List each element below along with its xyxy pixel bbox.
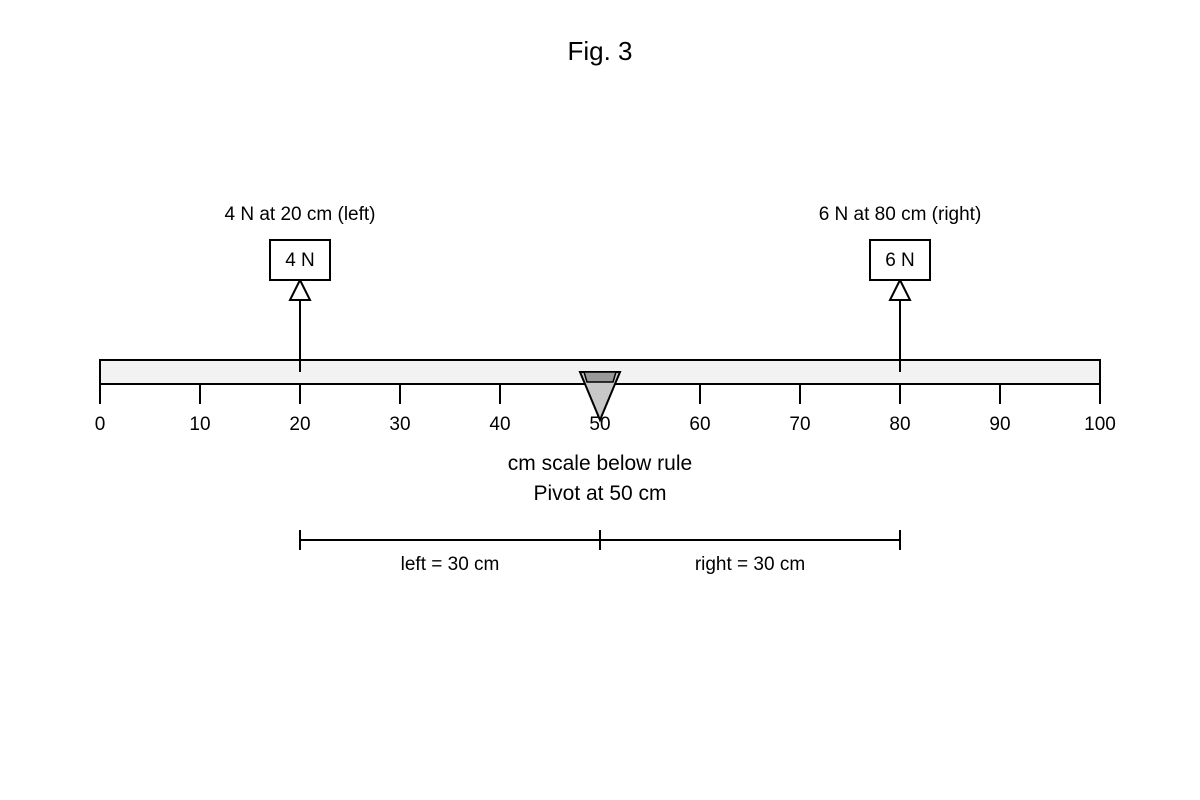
- force-box-label: 6 N: [885, 250, 915, 271]
- pivot-fulcrum: [578, 371, 622, 423]
- tick-label: 90: [989, 414, 1010, 435]
- force-box-label: 4 N: [285, 250, 315, 271]
- force-description: 4 N at 20 cm (left): [225, 204, 376, 225]
- tick-label: 80: [889, 414, 910, 435]
- tick-label: 100: [1084, 414, 1116, 435]
- tick-label: 10: [189, 414, 210, 435]
- tick-label: 50: [589, 414, 610, 435]
- force-arrowhead: [288, 277, 312, 301]
- force-box: [869, 239, 931, 281]
- tick-label: 0: [95, 414, 106, 435]
- pivot-caption: Pivot at 50 cm: [533, 482, 666, 505]
- pivot-cap: [582, 371, 618, 383]
- force-arrowhead: [888, 277, 912, 301]
- force-box: [269, 239, 331, 281]
- tick-label: 30: [389, 414, 410, 435]
- scale-caption: cm scale below rule: [508, 452, 692, 475]
- tick-label: 40: [489, 414, 510, 435]
- force-description: 6 N at 80 cm (right): [819, 204, 982, 225]
- distance-indicator: [299, 530, 901, 550]
- force-group: 4 N 4 N at 20 cm (left) 6 N 6 N at 80 cm (r…: [225, 204, 982, 372]
- right-distance-label: right = 30 cm: [695, 554, 805, 575]
- left-distance-label: left = 30 cm: [401, 554, 500, 575]
- tick-label: 70: [789, 414, 810, 435]
- scale-ticks: 0 10 20 30 40 50 60 70 80 90 100: [95, 384, 1116, 435]
- figure-title: Fig. 3: [567, 36, 632, 66]
- tick-label: 60: [689, 414, 710, 435]
- tick-label: 20: [289, 414, 310, 435]
